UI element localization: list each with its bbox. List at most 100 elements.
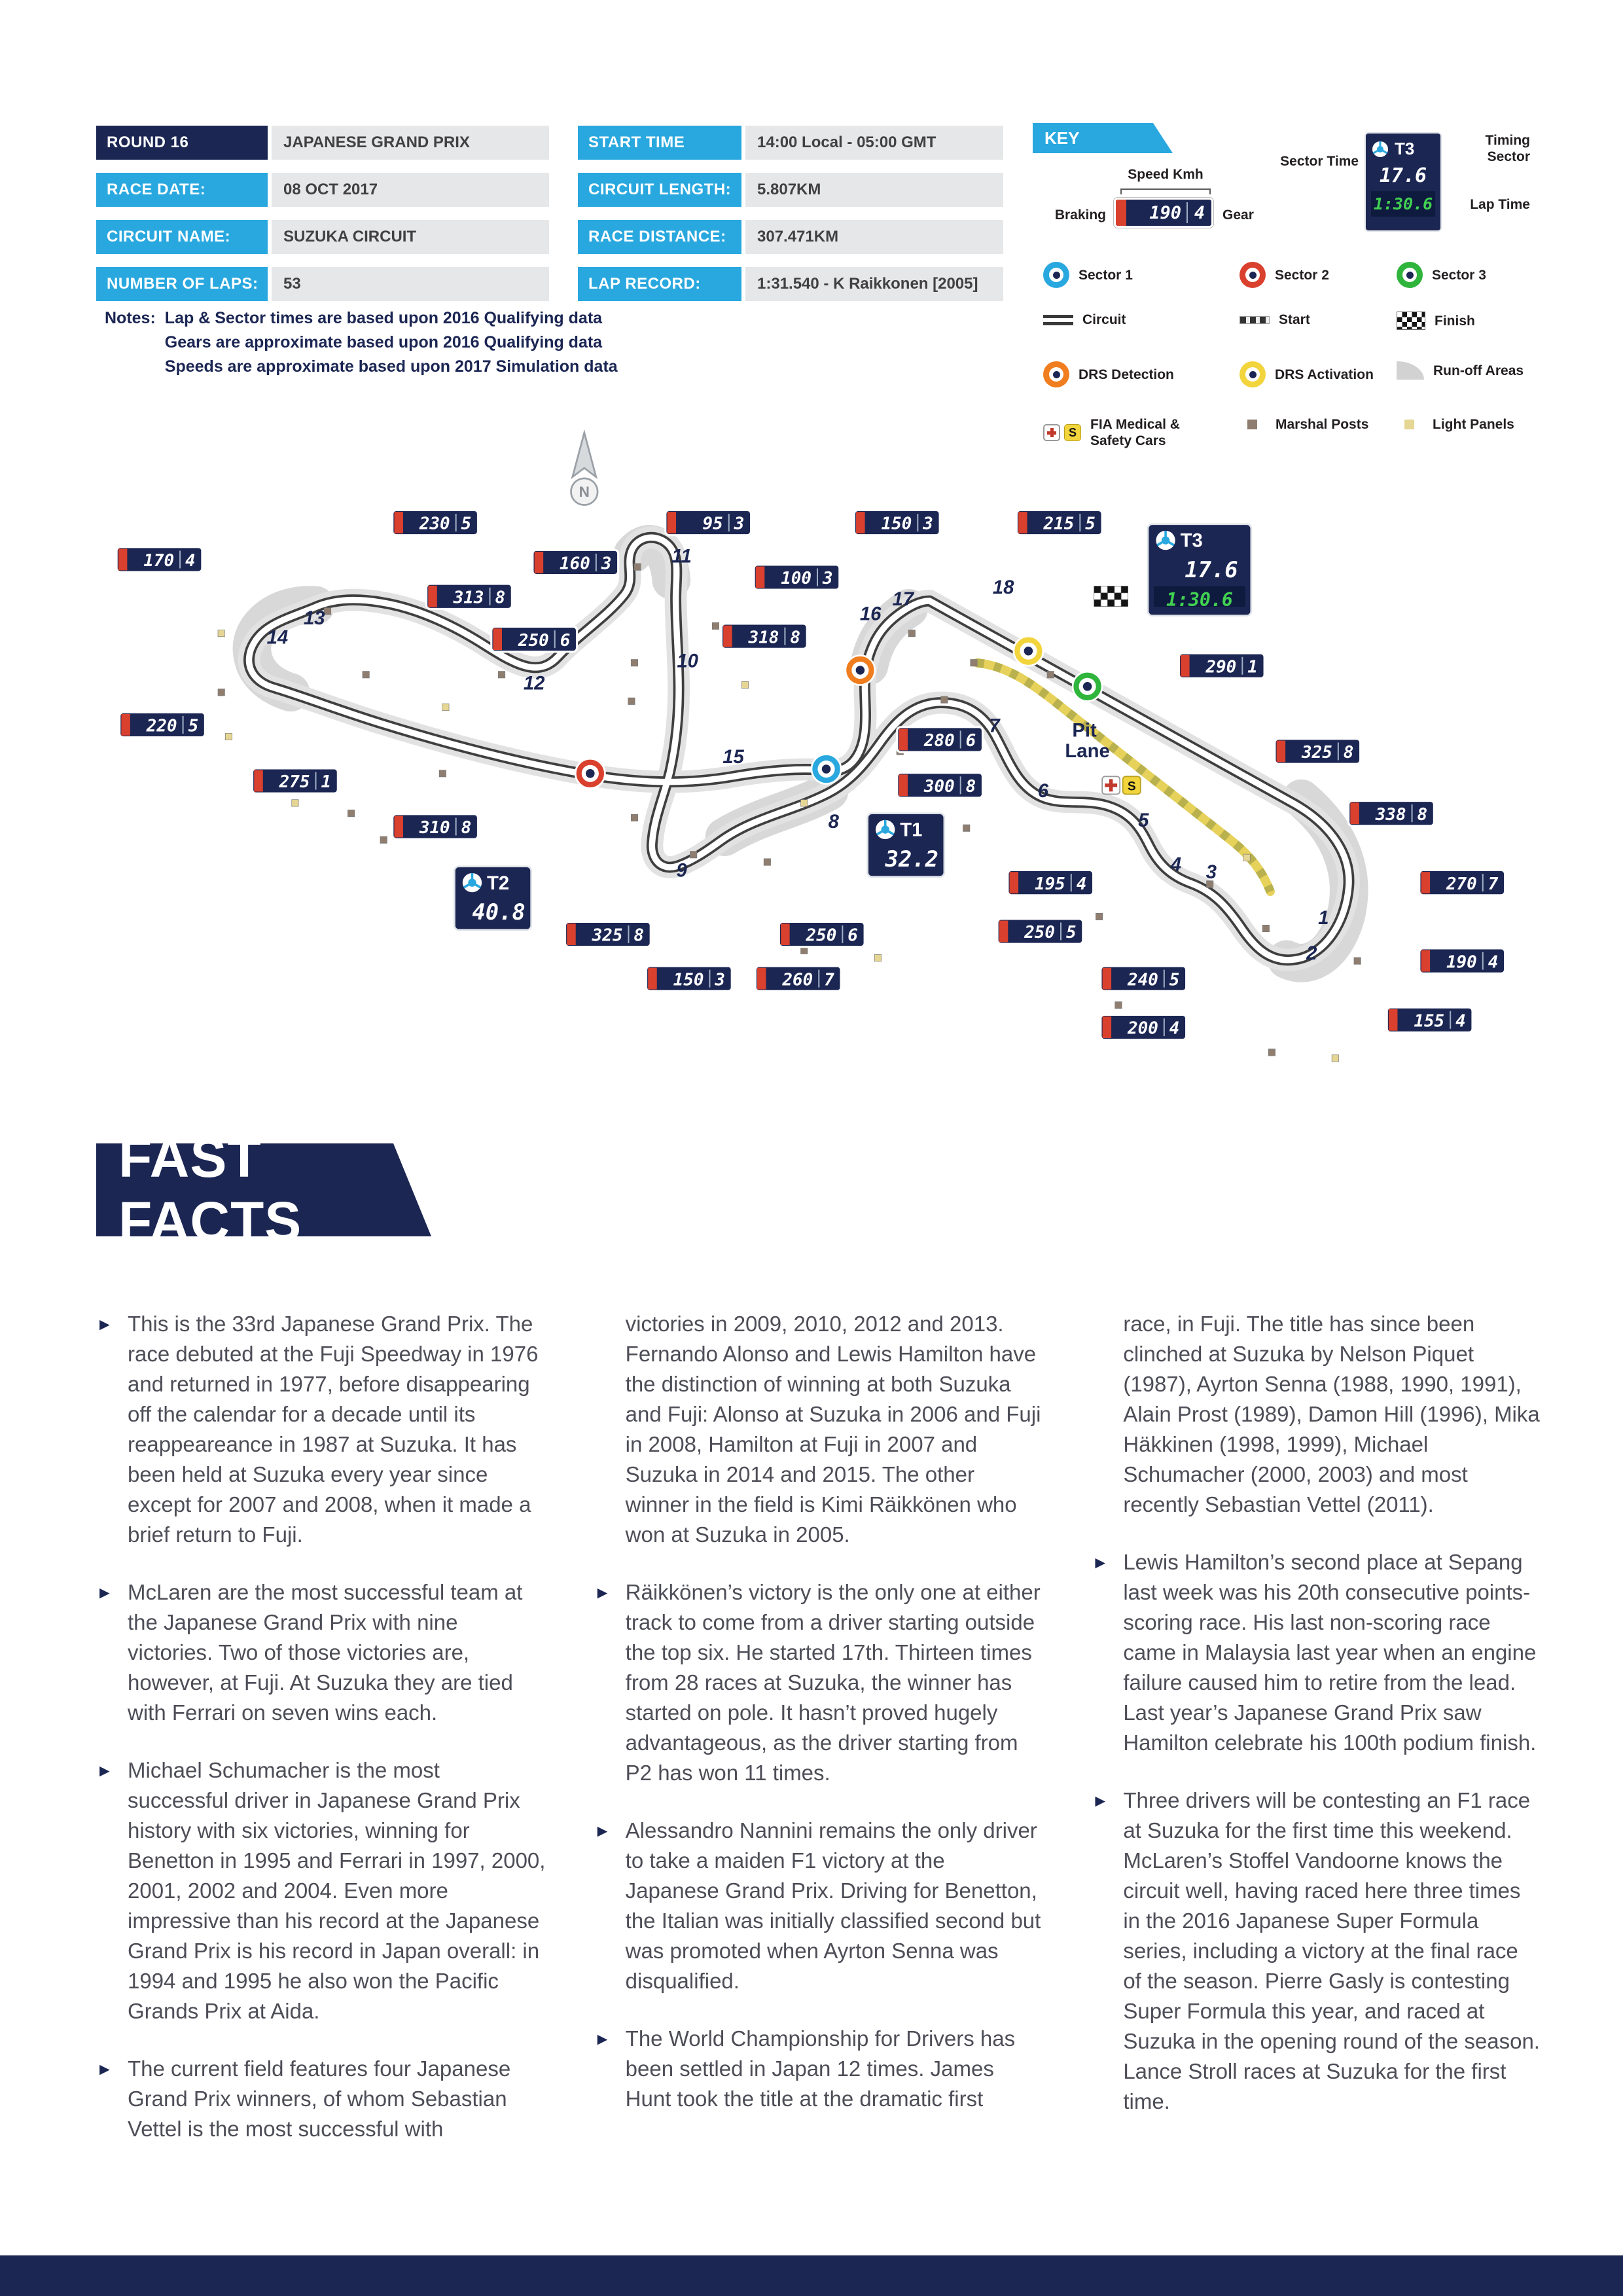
fact-text: Michael Schumacher is the most successfu… <box>128 1758 546 2023</box>
donut-inner <box>1402 268 1417 282</box>
svg-text:T3: T3 <box>1181 530 1203 552</box>
key-item-drs-detection: DRS Detection <box>1043 361 1174 387</box>
fast-facts-column: race, in Fuji. The title has since been … <box>1092 1309 1541 2144</box>
key-item-drs-activation: DRS Activation <box>1240 361 1374 387</box>
key-item-label: DRS Detection <box>1079 367 1174 382</box>
fact-text: This is the 33rd Japanese Grand Prix. Th… <box>128 1312 539 1547</box>
sector1-marker <box>810 753 842 785</box>
svg-text:230: 230 <box>419 514 450 534</box>
notes-lines: Lap & Sector times are based upon 2016 Q… <box>165 306 618 379</box>
svg-text:8: 8 <box>461 818 472 838</box>
north-label: N <box>579 484 590 500</box>
fact-text: Lewis Hamilton’s second place at Sepang … <box>1123 1550 1537 1755</box>
steering-wheel-icon <box>1156 530 1175 550</box>
svg-text:280: 280 <box>923 731 955 751</box>
svg-text:1:30.6: 1:30.6 <box>1166 589 1233 611</box>
medical-car-icon <box>1043 424 1060 441</box>
info-label: RACE DATE: <box>96 173 268 207</box>
svg-text:8: 8 <box>966 777 976 797</box>
svg-text:260: 260 <box>781 970 813 990</box>
svg-text:150: 150 <box>882 514 912 534</box>
marshal-post-icon <box>630 814 638 821</box>
sector3-marker <box>1071 670 1103 702</box>
info-row: NUMBER OF LAPS:53 <box>96 267 549 301</box>
info-row: RACE DATE:08 OCT 2017 <box>96 173 549 207</box>
bullet-arrow-icon: ► <box>96 1761 113 1780</box>
info-row: LAP RECORD:1:31.540 - K Raikkonen [2005] <box>578 267 1003 301</box>
sector1-circle-icon <box>1043 262 1069 288</box>
svg-text:6: 6 <box>560 631 571 651</box>
bullet-arrow-icon: ► <box>1092 1552 1109 1572</box>
svg-text:8: 8 <box>1418 805 1428 825</box>
notes-line: Speeds are approximate based upon 2017 S… <box>164 357 618 376</box>
light-panel-icon <box>1331 1054 1339 1062</box>
donut-inner <box>1245 367 1260 382</box>
key-item-runoff: Run-off Areas <box>1397 361 1524 380</box>
fact-text: McLaren are the most successful team at … <box>128 1580 523 1725</box>
svg-text:32.2: 32.2 <box>885 846 938 872</box>
speed-box: 338 8 <box>1347 799 1435 827</box>
key-item-label: Start <box>1279 312 1310 327</box>
svg-text:6: 6 <box>847 926 858 946</box>
sector2-circle-icon <box>1240 262 1266 288</box>
svg-text:150: 150 <box>673 970 704 990</box>
info-value: SUZUKA CIRCUIT <box>272 220 549 254</box>
info-value: 53 <box>272 267 549 301</box>
info-row: RACE DISTANCE:307.471KM <box>578 220 1003 254</box>
steering-wheel-icon <box>1372 141 1388 157</box>
marshal-post-icon <box>963 824 971 832</box>
corner-number: 12 <box>524 672 545 694</box>
steering-wheel-icon <box>462 872 482 893</box>
key-item-label: Light Panels <box>1433 417 1514 432</box>
marshal-post-icon <box>1096 912 1103 921</box>
light-panel-icon <box>741 681 749 689</box>
drs-detection-marker <box>844 655 876 686</box>
svg-text:275: 275 <box>279 772 310 792</box>
key-item-label: Sector 3 <box>1432 267 1486 283</box>
bullet-arrow-icon: ► <box>96 1583 113 1602</box>
fact-text: Räikkönen’s victory is the only one at e… <box>625 1580 1041 1785</box>
runoff-icon <box>1397 361 1424 380</box>
gear-label: Gear <box>1222 207 1254 223</box>
svg-text:8: 8 <box>1344 743 1354 762</box>
info-label: LAP RECORD: <box>578 267 741 301</box>
key-item-start: Start <box>1240 312 1310 328</box>
svg-text:8: 8 <box>495 588 506 607</box>
fact-text: Alessandro Nannini remains the only driv… <box>625 1818 1041 1993</box>
svg-text:3: 3 <box>922 514 933 534</box>
svg-text:170: 170 <box>143 551 174 571</box>
notes-label: Notes: <box>105 309 156 327</box>
fia-medical-safety-icon: S <box>1043 424 1081 441</box>
info-value: 1:31.540 - K Raikkonen [2005] <box>745 267 1003 301</box>
bullet-arrow-icon: ► <box>96 1314 113 1334</box>
speed-box-example: 190 4 <box>1113 197 1214 228</box>
info-value: 5.807KM <box>745 173 1003 207</box>
sector3-circle-icon <box>1397 262 1423 288</box>
info-value: 08 OCT 2017 <box>272 173 549 207</box>
svg-text:4: 4 <box>185 551 196 571</box>
svg-text:190: 190 <box>1446 952 1477 972</box>
info-label: ROUND 16 <box>96 126 268 160</box>
svg-text:8: 8 <box>633 926 644 946</box>
marshal-post-icon <box>1268 1049 1275 1056</box>
corner-number: 3 <box>1206 861 1217 883</box>
key-item-sector1: Sector 1 <box>1043 262 1133 288</box>
svg-text:318: 318 <box>748 628 779 647</box>
donut-inner <box>1049 367 1063 382</box>
key-item-label: Sector 1 <box>1079 267 1133 283</box>
svg-text:338: 338 <box>1375 805 1406 825</box>
svg-text:3: 3 <box>601 554 612 574</box>
marshal-post-icon <box>630 659 638 667</box>
